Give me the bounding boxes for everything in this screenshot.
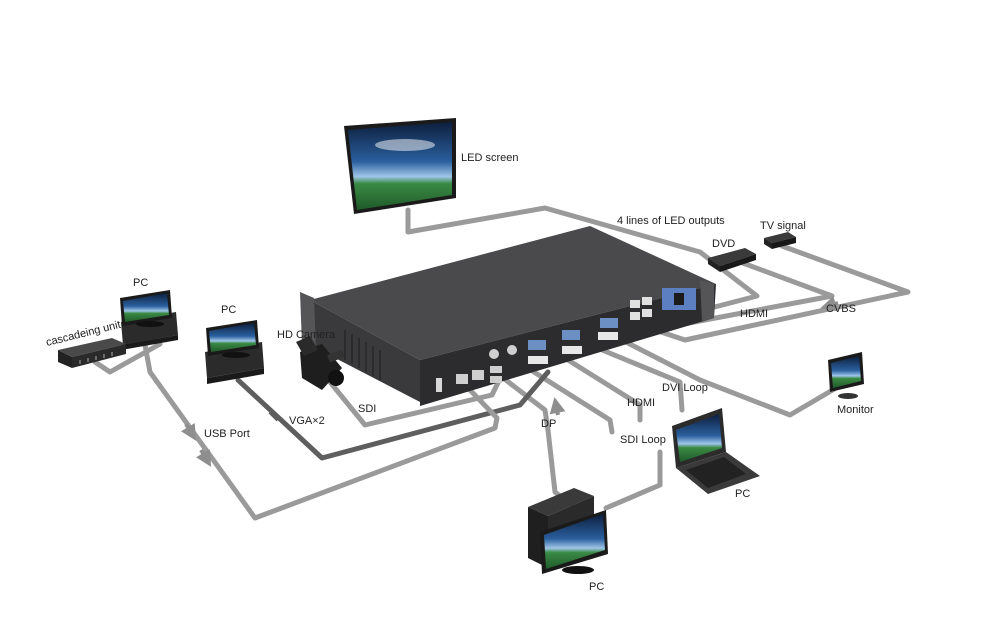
- pc-top-left: PC: [120, 277, 178, 350]
- ethernet-port: [472, 370, 484, 380]
- pc-mid-left: PC: [205, 304, 264, 384]
- label-led-outputs: 4 lines of LED outputs: [617, 215, 725, 227]
- chassis-side: [310, 300, 420, 402]
- label-pc-mid-left: PC: [221, 304, 236, 316]
- led-output-3: [630, 312, 640, 320]
- rack-ear-left: [300, 292, 316, 350]
- side-vents: [344, 330, 381, 380]
- tv-signal-box: TV signal: [760, 220, 806, 249]
- label-pc-bottom: PC: [589, 581, 604, 593]
- sdi-port: [489, 349, 499, 359]
- chassis-top: [310, 226, 716, 360]
- label-sdi-loop: SDI Loop: [620, 434, 666, 446]
- cable-monitor: [619, 337, 839, 418]
- label-vga: VGA×2: [289, 415, 325, 427]
- arrow-vga: [268, 410, 280, 422]
- label-dvd: DVD: [712, 238, 735, 250]
- pc-bottom: PC: [528, 488, 608, 593]
- dp-port: [490, 376, 502, 383]
- cable-vga: [235, 369, 551, 461]
- cable-hdmi-out: [557, 352, 643, 423]
- led-output-2: [642, 297, 652, 305]
- label-sdi: SDI: [358, 403, 376, 415]
- label-led-screen: LED screen: [461, 152, 518, 164]
- label-tv-signal: TV signal: [760, 220, 806, 232]
- label-pc-laptop: PC: [735, 488, 750, 500]
- cable-sdi-loop: [512, 357, 615, 435]
- arrow-usb: [181, 422, 197, 441]
- rack-ear-right: [700, 280, 714, 322]
- label-hdmi-top: HDMI: [740, 308, 768, 320]
- cable-dvi-loop: [587, 342, 685, 413]
- hdmi-in-port: [490, 366, 502, 373]
- vga-port-1: [528, 340, 546, 350]
- label-hd-camera: HD Camera: [277, 329, 336, 341]
- hd-camera: HD Camera: [277, 329, 345, 390]
- dvi-port-2: [562, 346, 582, 354]
- usb-port: [436, 378, 442, 392]
- usb-b-port: [456, 374, 468, 384]
- sdi-loop-port: [507, 345, 517, 355]
- led-screen: LED screen: [344, 118, 518, 214]
- label-monitor: Monitor: [837, 404, 874, 416]
- label-pc-top-left: PC: [133, 277, 148, 289]
- cable-led-output: [405, 205, 760, 319]
- cascading-unit: cascadeing unit: [45, 319, 126, 368]
- arrow-usb-2: [196, 448, 212, 467]
- vga-port-3: [600, 318, 618, 328]
- label-usb-port: USB Port: [204, 428, 250, 440]
- arrow-cvbs: [820, 296, 839, 312]
- cable-laptop: [603, 449, 663, 511]
- led-output-4: [642, 309, 652, 317]
- dvi-port-1: [528, 356, 548, 364]
- ports: [436, 288, 696, 392]
- label-hdmi-mid: HDMI: [627, 397, 655, 409]
- vga-port-2: [562, 330, 580, 340]
- laptop: PC: [672, 408, 760, 500]
- monitor: Monitor: [828, 352, 874, 416]
- label-dvi-loop: DVI Loop: [662, 382, 708, 394]
- cable-cascade: [92, 341, 163, 375]
- label-cvbs: CVBS: [826, 303, 856, 315]
- led-output-1: [630, 300, 640, 308]
- label-dp: DP: [541, 418, 556, 430]
- arrow-dp: [549, 397, 566, 416]
- dvi-port-3: [598, 332, 618, 340]
- video-processor: [300, 226, 716, 406]
- dvd-player: DVD: [708, 238, 756, 272]
